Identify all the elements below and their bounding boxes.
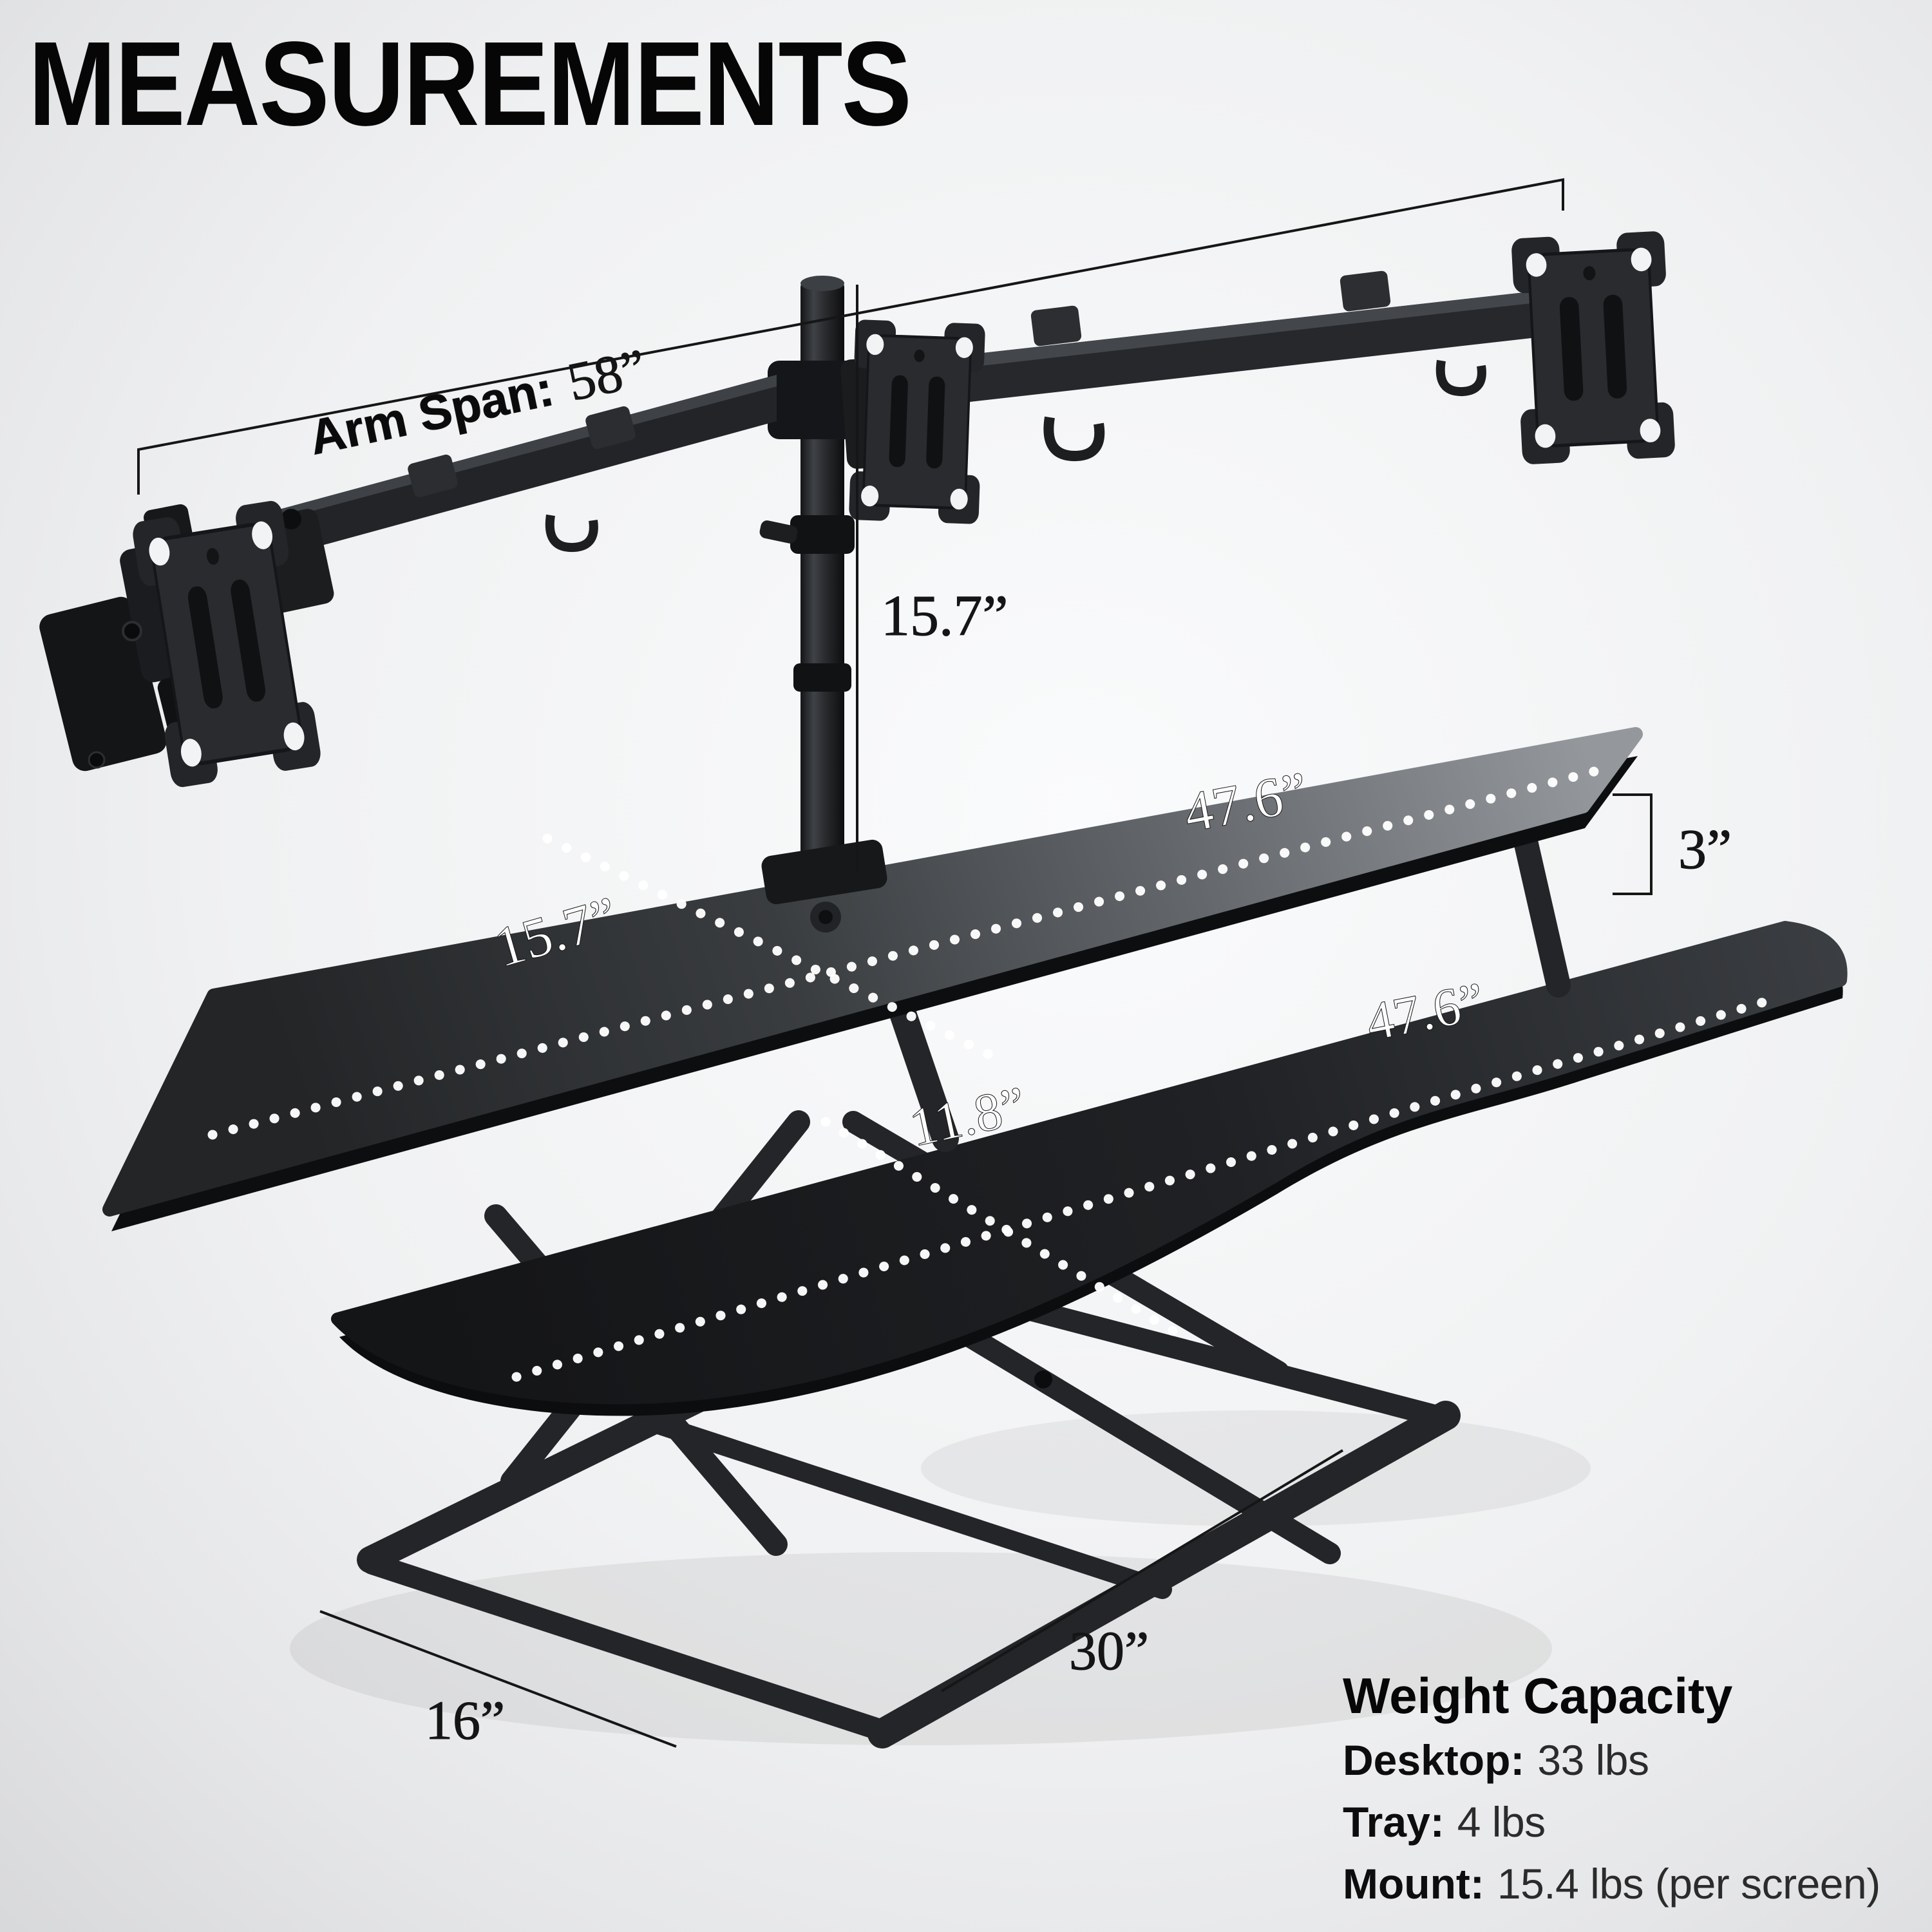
weight-capacity-row: Mount: 15.4 lbs (per screen) bbox=[1343, 1860, 1880, 1908]
weight-capacity-row: Tray: 4 lbs bbox=[1343, 1798, 1546, 1846]
wc-row-label: Tray: bbox=[1343, 1798, 1444, 1846]
desktop-top bbox=[102, 727, 1643, 1217]
tier-gap-annotation: 3” bbox=[1613, 793, 1732, 895]
base-depth-value: 16” bbox=[425, 1689, 505, 1751]
pole-height-annotation: 15.7” bbox=[856, 285, 1009, 873]
vesa-plate-right bbox=[1511, 231, 1676, 464]
cable-hook bbox=[1435, 359, 1486, 397]
weight-capacity-row: Desktop: 33 lbs bbox=[1343, 1736, 1649, 1784]
vesa-plate-center bbox=[840, 319, 985, 524]
page-title: MEASUREMENTS bbox=[28, 17, 911, 151]
monitor-arm-left bbox=[248, 375, 777, 614]
keyboard-tray bbox=[331, 921, 1848, 1416]
weight-capacity-heading: Weight Capacity bbox=[1343, 1667, 1732, 1724]
desktop-dimension-dots bbox=[207, 762, 1614, 1140]
wc-row-value: 4 lbs bbox=[1457, 1798, 1546, 1846]
floor-shadow bbox=[290, 1552, 1552, 1745]
arm-clip bbox=[585, 406, 636, 450]
arm-clip bbox=[1340, 270, 1391, 312]
wc-row-label: Desktop: bbox=[1343, 1736, 1524, 1784]
wc-row-value: 15.4 lbs (per screen) bbox=[1497, 1860, 1880, 1908]
desktop-surface bbox=[102, 727, 1643, 1231]
desktop-length-dots bbox=[207, 762, 1614, 1140]
arm-clip bbox=[1030, 305, 1082, 346]
wc-row-value: 33 lbs bbox=[1537, 1736, 1649, 1784]
tier-gap-value: 3” bbox=[1678, 819, 1732, 881]
pole-collar bbox=[790, 515, 855, 554]
base-depth-annotation: 16” bbox=[319, 1610, 677, 1752]
tray-surface bbox=[331, 921, 1848, 1405]
triple-monitor-mount bbox=[39, 231, 1676, 933]
pole-height-value: 15.7” bbox=[881, 584, 1008, 648]
tray-dimension-dots bbox=[511, 994, 1777, 1382]
tray-depth-dots bbox=[820, 1117, 1195, 1347]
tray-brackets bbox=[888, 826, 1571, 1152]
base-length-annotation: 30” bbox=[940, 1449, 1344, 1692]
base-length-value: 30” bbox=[1069, 1620, 1149, 1681]
cable-hook bbox=[1043, 416, 1105, 462]
cable-hook bbox=[545, 514, 598, 553]
arm-clip bbox=[408, 454, 458, 498]
pole-desk-clamp bbox=[761, 839, 887, 905]
base-rail-front bbox=[867, 1401, 1461, 1748]
monitor-arm-right bbox=[868, 261, 1623, 462]
desk-riser-product bbox=[102, 727, 1848, 1748]
desktop-depth-dots bbox=[542, 833, 1009, 1066]
wc-row-label: Mount: bbox=[1343, 1860, 1484, 1908]
weight-capacity-block: Weight Capacity Desktop: 33 lbs Tray: 4 … bbox=[1343, 1667, 1880, 1908]
